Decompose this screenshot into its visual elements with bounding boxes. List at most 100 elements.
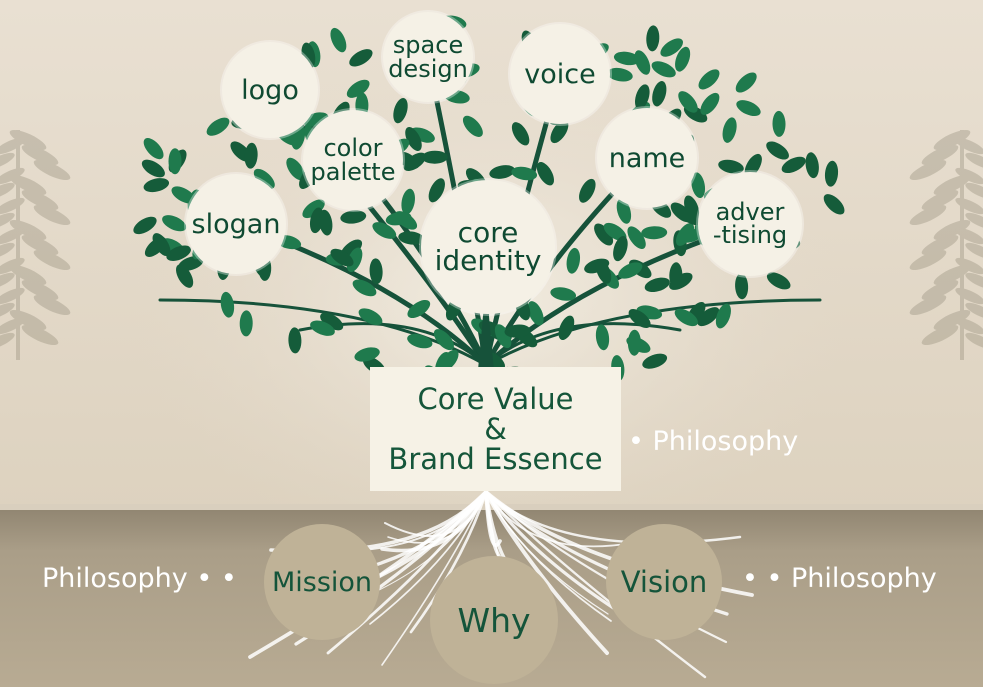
leaf [244, 142, 258, 169]
leaf [718, 159, 744, 174]
philosophy-label-right-top: • Philosophy [628, 426, 799, 457]
leaf [669, 262, 683, 289]
leaf [566, 247, 581, 274]
leaf [171, 186, 196, 204]
leaf [428, 178, 445, 203]
leaf [220, 291, 235, 318]
core-line-2: & [484, 412, 507, 446]
leaf [675, 46, 691, 72]
faded-tree-right [909, 129, 983, 360]
leaf [781, 156, 806, 174]
leaf [627, 329, 641, 356]
leaf [558, 315, 575, 341]
leaf [433, 329, 454, 351]
root-node-mission: Mission [264, 524, 380, 640]
leaf [684, 195, 700, 221]
leaf [504, 324, 531, 338]
leaf [691, 172, 706, 199]
leaf [394, 211, 418, 230]
leaf [550, 287, 577, 301]
root [369, 491, 487, 625]
ground-edge [0, 504, 983, 510]
leaf [579, 178, 596, 203]
leaf [286, 157, 305, 181]
branch [484, 298, 822, 367]
leaf [735, 72, 757, 93]
leaf [239, 310, 253, 337]
leaf [735, 273, 749, 300]
leaf [652, 81, 667, 107]
leaf [330, 27, 347, 53]
leaf [824, 160, 839, 187]
leaf [646, 25, 660, 52]
leaf [736, 100, 761, 117]
node-advertising: adver -tising [698, 172, 802, 276]
leaf [462, 115, 483, 137]
leaf [168, 148, 182, 175]
leaf [744, 153, 762, 178]
leaf [407, 333, 433, 349]
leaf [494, 324, 512, 349]
leaf [346, 79, 370, 98]
leaf [398, 231, 425, 245]
leaf [634, 50, 651, 75]
leaf [143, 138, 164, 160]
leaf [595, 324, 610, 351]
leaf [369, 258, 383, 285]
leaf [527, 301, 544, 326]
node-logo: logo [222, 42, 318, 138]
leaf [166, 245, 191, 261]
leaf [766, 272, 791, 290]
leaf [536, 161, 554, 186]
leaf [675, 223, 695, 246]
leaf [823, 194, 845, 215]
faded-tree-left [0, 129, 71, 360]
leaf [766, 141, 789, 160]
node-color-palette: color palette [303, 110, 403, 210]
node-name: name [597, 108, 697, 208]
leaf [401, 188, 415, 215]
leaf [644, 277, 670, 293]
leaf [162, 215, 187, 232]
leaf [320, 312, 344, 331]
trunk [478, 290, 494, 370]
node-core-identity: core identity [421, 180, 555, 314]
leaf [618, 262, 643, 279]
leaf [607, 67, 633, 82]
branch [158, 298, 488, 367]
leaf [372, 222, 397, 239]
leaf [627, 226, 646, 249]
core-line-1: Core Value [417, 382, 574, 416]
core-value-box: Core Value & Brand Essence [370, 367, 621, 491]
leaf [603, 222, 627, 241]
core-line-3: Brand Essence [388, 442, 603, 476]
leaf [628, 308, 651, 329]
leaf [407, 299, 431, 319]
leaf [349, 49, 373, 67]
leaf [511, 122, 530, 146]
leaf [302, 199, 325, 219]
leaf [489, 165, 516, 179]
leaf [613, 236, 628, 262]
leaf [772, 110, 786, 137]
leaf [310, 320, 335, 336]
leaf [697, 307, 720, 327]
leaf [641, 226, 668, 240]
leaf [405, 127, 422, 151]
root [409, 490, 488, 634]
leaf [133, 216, 157, 235]
leaf [206, 117, 230, 136]
leaf [511, 166, 538, 181]
root-node-vision: Vision [606, 524, 722, 640]
leaf [616, 198, 632, 224]
root [484, 490, 502, 547]
leaf [674, 308, 698, 327]
leaf [678, 91, 698, 113]
leaf [651, 61, 676, 78]
leaf [330, 248, 354, 267]
leaf [318, 209, 333, 236]
leaf [660, 38, 683, 57]
leaf [354, 347, 380, 362]
leaf [340, 210, 367, 224]
